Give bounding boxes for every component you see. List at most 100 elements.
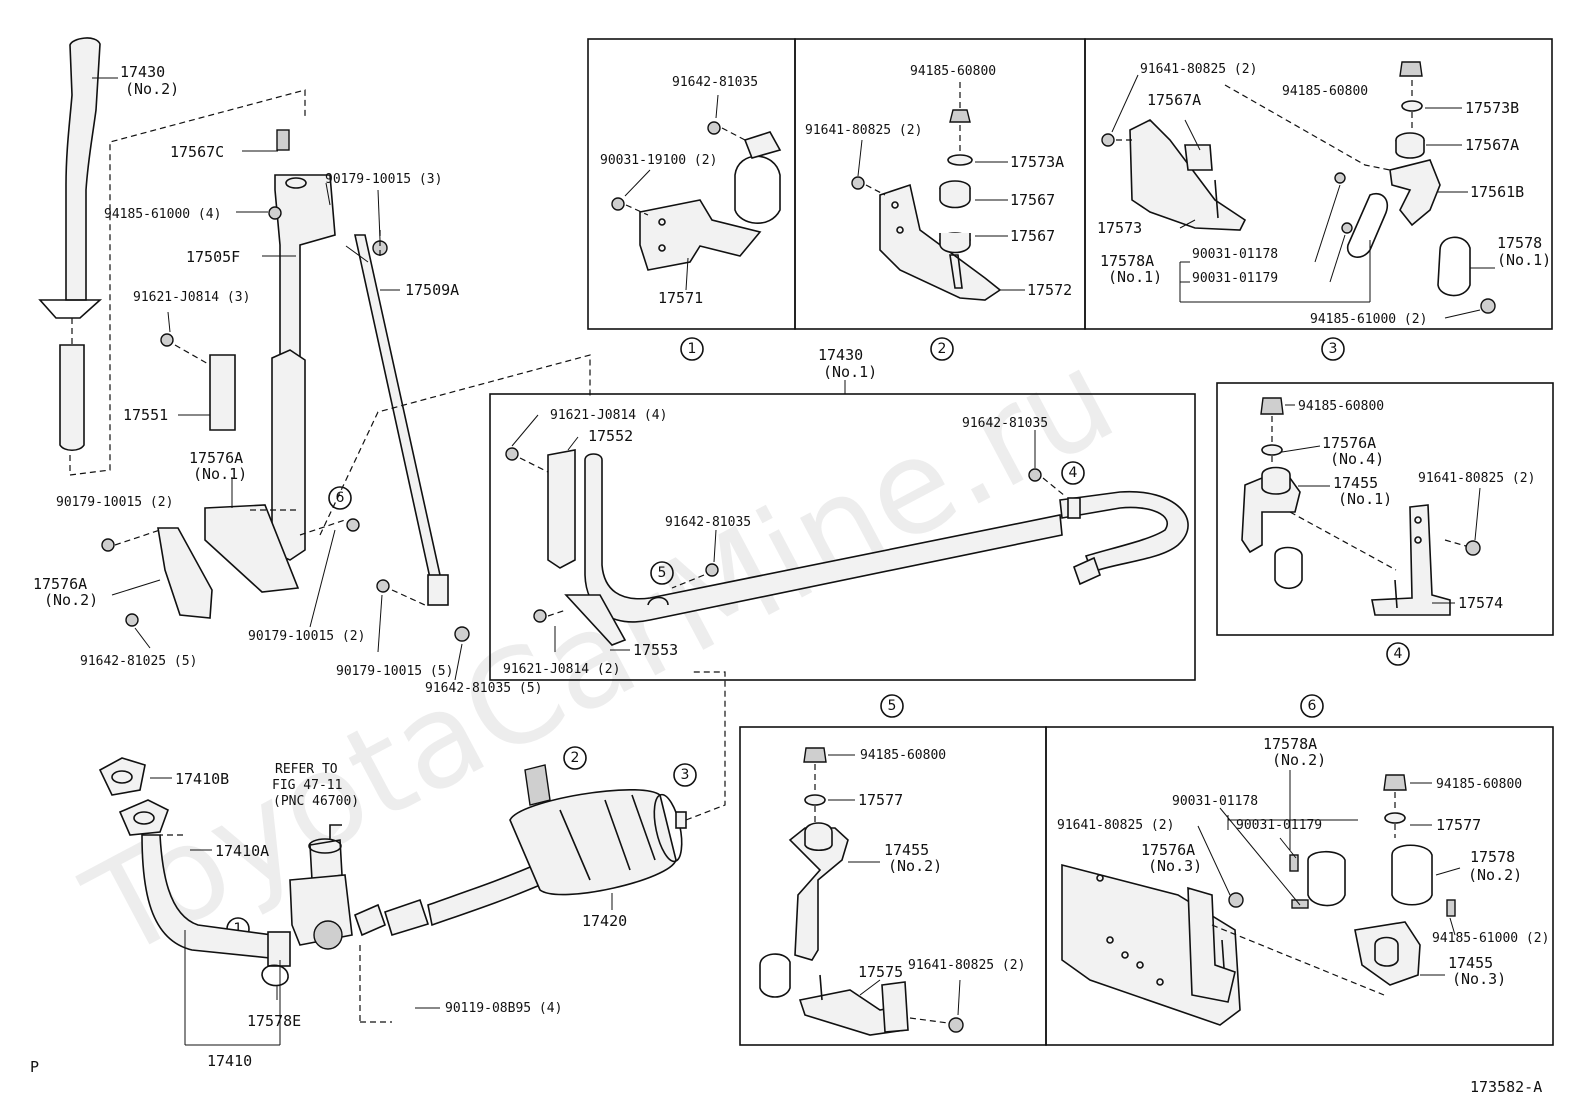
box6-label-17577: 17577: [1436, 816, 1481, 834]
box2-label-17567b: 17567: [1010, 227, 1055, 245]
svg-text:3: 3: [681, 767, 690, 783]
svg-text:2: 2: [938, 341, 947, 357]
box4-label-17455-sub: (No.1): [1338, 490, 1392, 508]
box6-label-17578: 17578: [1470, 848, 1515, 866]
box3-label-91641-80825: 91641-80825 (2): [1140, 62, 1257, 77]
main-label-91621-J0814-4: 91621-J0814 (4): [550, 408, 667, 423]
left-fasteners: [101, 333, 360, 627]
svg-text:1: 1: [234, 921, 243, 937]
box4-label-94185-60800: 94185-60800: [1298, 399, 1384, 414]
box2-label-17572: 17572: [1027, 281, 1072, 299]
box4-label-91641-80825: 91641-80825 (2): [1418, 471, 1535, 486]
box2-label-91641-80825: 91641-80825 (2): [805, 123, 922, 138]
label-17576A-no2-sub: (No.2): [44, 591, 98, 609]
svg-text:6: 6: [336, 490, 345, 506]
callout-circle-4-box: 4: [1386, 642, 1410, 666]
detail-box-6: [1045, 726, 1554, 1046]
box5-label-91641-80825: 91641-80825 (2): [908, 958, 1025, 973]
label-91642-81035-5: 91642-81035 (5): [425, 681, 542, 696]
callout-circle-3-box: 3: [1321, 337, 1345, 361]
box3-label-17567A-b: 17567A: [1465, 136, 1519, 154]
main-label-91642-81035-a: 91642-81035: [962, 416, 1048, 431]
box3-label-94185-61000: 94185-61000 (2): [1310, 312, 1427, 327]
box1-label-90031-19100: 90031-19100 (2): [600, 153, 717, 168]
box6-label-17578A: 17578A: [1263, 735, 1317, 753]
label-17420: 17420: [582, 912, 627, 930]
main-label-91621-J0814-2: 91621-J0814 (2): [503, 662, 620, 677]
svg-text:1: 1: [688, 341, 697, 357]
tailpipe-no2-drawing: [38, 37, 103, 452]
box6-label-94185-60800: 94185-60800: [1436, 777, 1522, 792]
svg-text:4: 4: [1069, 465, 1078, 481]
tailpipe-outline-dashed: [69, 89, 306, 476]
box1-label-17571: 17571: [658, 289, 703, 307]
label-91621-J0814-3: 91621-J0814 (3): [133, 290, 250, 305]
label-91642-81025-5: 91642-81025 (5): [80, 654, 197, 669]
box5-label-17455-sub: (No.2): [888, 857, 942, 875]
label-90179-10015-2b: 90179-10015 (2): [248, 629, 365, 644]
label-90179-10015-2a: 90179-10015 (2): [56, 495, 173, 510]
footer-left-mark: P: [30, 1058, 39, 1076]
label-90179-10015-5: 90179-10015 (5): [336, 664, 453, 679]
callout-circle-6-left: 6: [328, 486, 352, 510]
callout-circle-2-box: 2: [930, 337, 954, 361]
label-refer-to: REFER TO: [275, 762, 338, 777]
box6-label-94185-61000: 94185-61000 (2): [1432, 931, 1549, 946]
box5-label-94185-60800: 94185-60800: [860, 748, 946, 763]
main-label-17430: 17430: [818, 346, 863, 364]
label-17551: 17551: [123, 406, 168, 424]
box4-label-17574: 17574: [1458, 594, 1503, 612]
label-94185-61000-4: 94185-61000 (4): [104, 207, 221, 222]
box3-label-94185-60800: 94185-60800: [1282, 84, 1368, 99]
label-17430-no2-sub: (No.2): [125, 80, 179, 98]
label-90119-08B95-4: 90119-08B95 (4): [445, 1001, 562, 1016]
callout-circle-5-pipe: 5: [650, 561, 674, 585]
callout-circle-1-box: 1: [680, 337, 704, 361]
box6-label-17455-sub: (No.3): [1452, 970, 1506, 988]
box6-label-17455: 17455: [1448, 954, 1493, 972]
box6-label-17578-sub: (No.2): [1468, 866, 1522, 884]
label-17567C: 17567C: [170, 143, 224, 161]
svg-text:4: 4: [1394, 646, 1403, 662]
center-pipe-drawing: [353, 863, 541, 937]
svg-text:5: 5: [658, 565, 667, 581]
muffler-link-dashed: [685, 671, 726, 821]
box6-label-91641-80825: 91641-80825 (2): [1057, 818, 1174, 833]
svg-text:6: 6: [1308, 698, 1317, 714]
box6-brackets: [1061, 774, 1456, 1026]
main-label-17553: 17553: [633, 641, 678, 659]
label-90179-10015-3: 90179-10015 (3): [325, 172, 442, 187]
main-label-91642-81035-b: 91642-81035: [665, 515, 751, 530]
box5-label-17575: 17575: [858, 963, 903, 981]
box4-brackets: [1241, 397, 1481, 616]
callout-circle-2-muffler: 2: [563, 746, 587, 770]
main-pipe-box: [489, 393, 1196, 681]
svg-text:5: 5: [888, 698, 897, 714]
box6-label-90031-01178: 90031-01178: [1172, 794, 1258, 809]
label-17410: 17410: [207, 1052, 252, 1070]
box3-label-90031-01178: 90031-01178: [1192, 247, 1278, 262]
box3-label-17578: 17578: [1497, 234, 1542, 252]
figure-id: 173582-A: [1470, 1078, 1542, 1096]
box1-label-91642-81035: 91642-81035: [672, 75, 758, 90]
box2-label-17573A: 17573A: [1010, 153, 1064, 171]
box3-label-17578A-sub: (No.1): [1108, 268, 1162, 286]
svg-text:3: 3: [1329, 341, 1338, 357]
label-17505F: 17505F: [186, 248, 240, 266]
stay-rod-17509A-drawing: [354, 234, 470, 642]
box5-label-17455: 17455: [884, 841, 929, 859]
label-17576A-no2: 17576A: [33, 575, 87, 593]
main-label-17552: 17552: [588, 427, 633, 445]
label-17410A: 17410A: [215, 842, 269, 860]
tailpipe-no1-drawing: [505, 447, 1189, 646]
box3-label-17561B: 17561B: [1470, 183, 1524, 201]
box5-label-17577: 17577: [858, 791, 903, 809]
box3-label-17567A-a: 17567A: [1147, 91, 1201, 109]
label-17576A-no1: 17576A: [189, 449, 243, 467]
label-17578E: 17578E: [247, 1012, 301, 1030]
front-pipe-17410-drawing: [98, 757, 291, 987]
box3-label-17578A: 17578A: [1100, 252, 1154, 270]
box1-bracket-17571: [611, 121, 782, 271]
box2-bracket-17572: [851, 109, 1002, 301]
